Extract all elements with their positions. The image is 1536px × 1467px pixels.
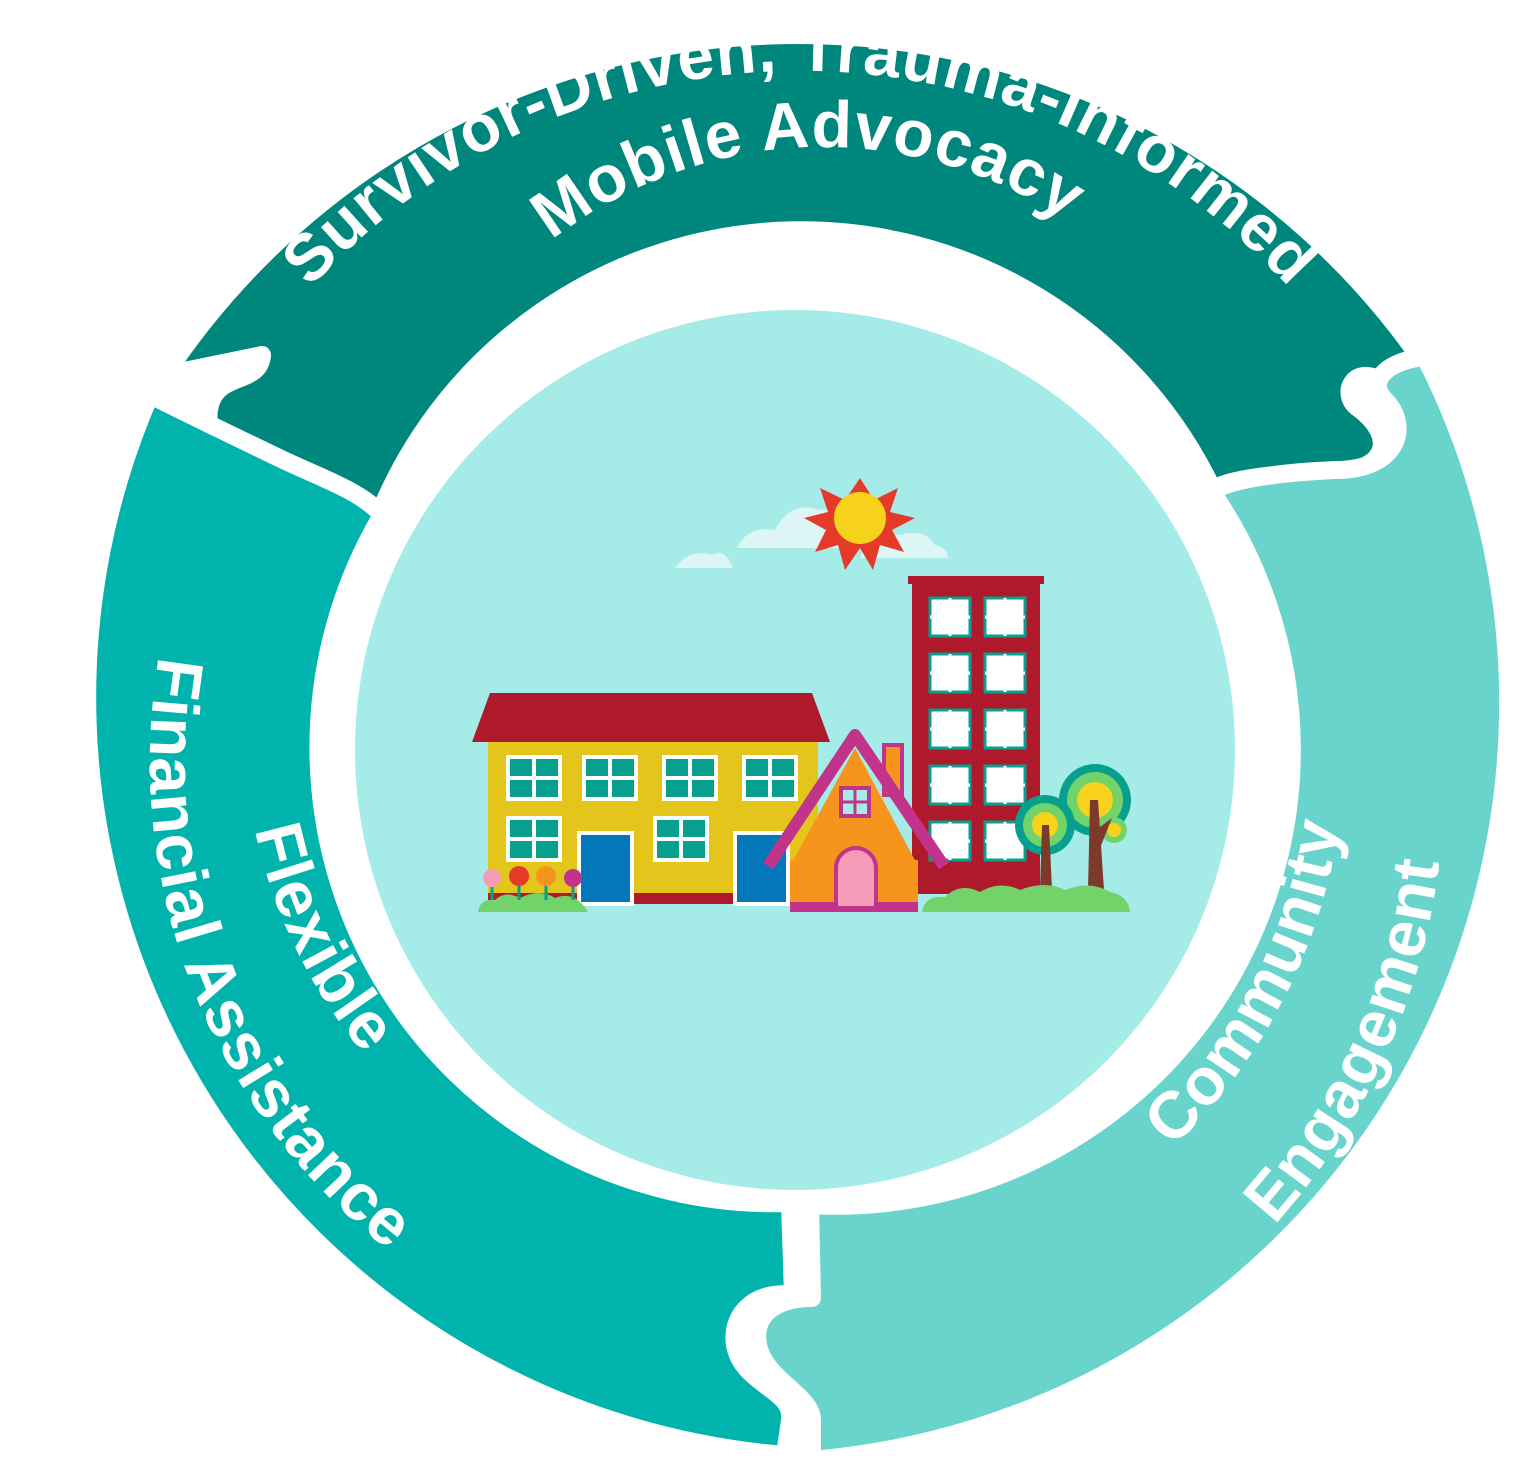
tree-icon <box>1015 764 1131 890</box>
orange-house <box>763 729 949 912</box>
sun-icon <box>804 478 915 570</box>
apartment-tower <box>908 576 1044 894</box>
neighborhood-illustration <box>472 478 1131 912</box>
door-icon <box>834 846 878 910</box>
segment-community-engagement <box>748 348 1518 1467</box>
segment-financial-assistance <box>78 386 802 1464</box>
flower-icon <box>483 866 582 900</box>
door-icon <box>577 831 634 906</box>
ring <box>78 26 1518 1467</box>
bushes <box>478 885 1130 912</box>
